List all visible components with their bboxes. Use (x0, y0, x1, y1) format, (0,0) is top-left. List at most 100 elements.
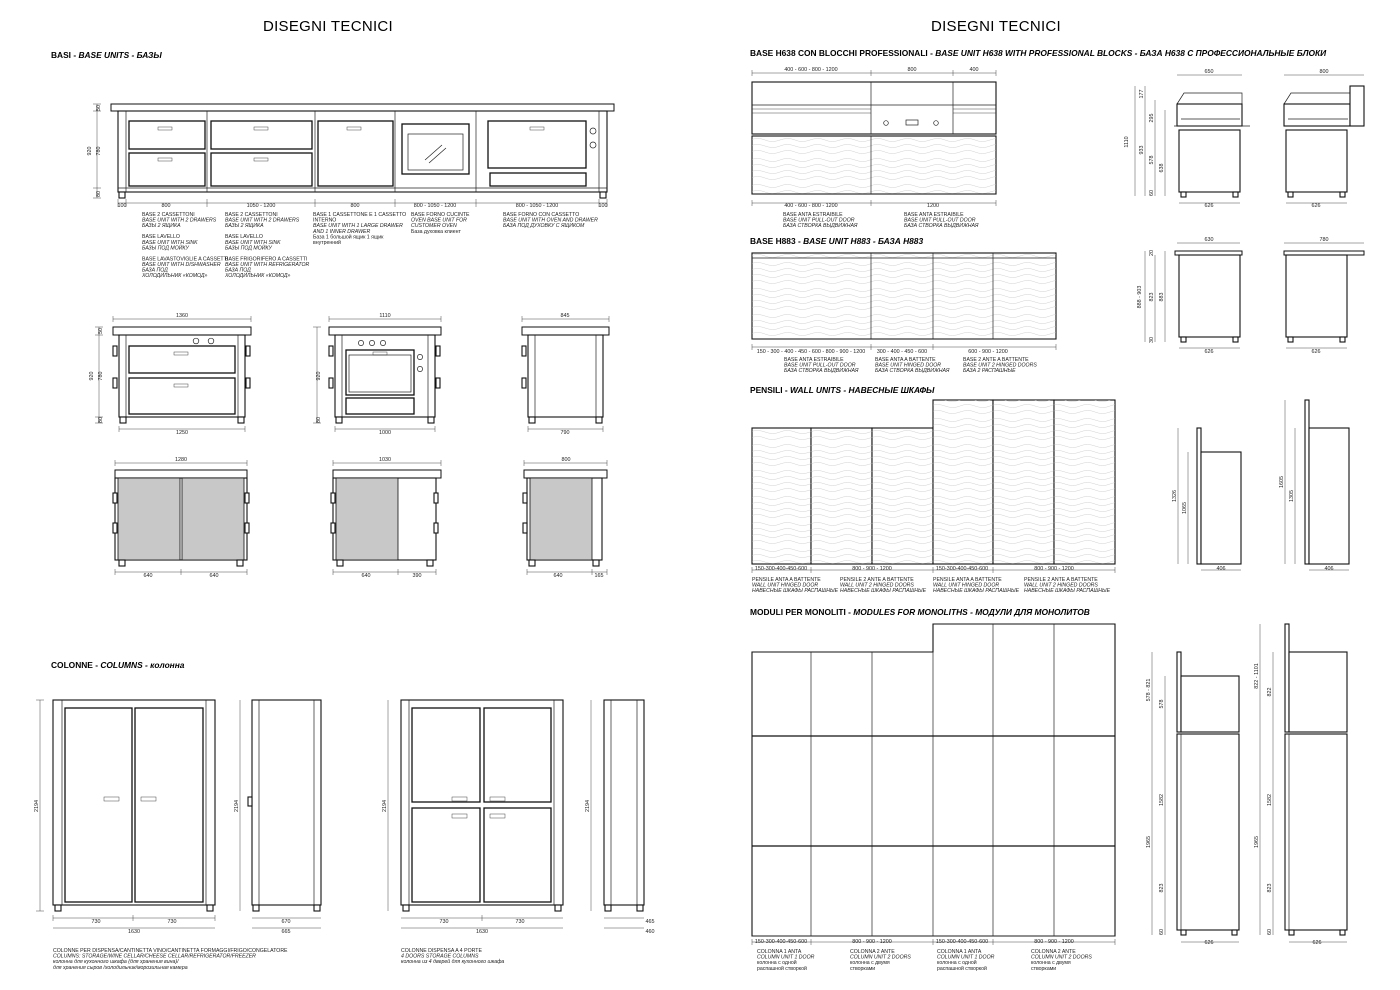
svg-text:1305: 1305 (1289, 490, 1295, 502)
pensili-side-b: 1605 1305 406 (1279, 399, 1350, 572)
svg-text:100: 100 (118, 203, 127, 209)
svg-text:1030: 1030 (379, 457, 391, 463)
svg-text:730: 730 (168, 919, 177, 925)
moduli-side-b: 822 - 1101 822 1965 1582 823 60 626 (1254, 623, 1348, 946)
svg-text:780: 780 (98, 372, 104, 381)
svg-text:822: 822 (1267, 688, 1273, 697)
svg-text:730: 730 (516, 919, 525, 925)
svg-text:80: 80 (98, 417, 104, 423)
heading-colonne: COLONNE - COLUMNS - колонна (51, 660, 185, 670)
svg-text:626: 626 (1205, 349, 1214, 355)
svg-text:50: 50 (98, 328, 104, 334)
svg-text:920: 920 (316, 372, 322, 381)
svg-text:80: 80 (96, 191, 102, 197)
svg-text:800 - 900 - 1200: 800 - 900 - 1200 (1034, 566, 1074, 572)
svg-text:177: 177 (1139, 90, 1145, 99)
svg-text:626: 626 (1312, 203, 1321, 209)
svg-text:BASE 1 CASSETTONE E 1 CASSETTO: BASE 1 CASSETTONE E 1 CASSETTOINTERNOBAS… (312, 212, 406, 246)
svg-text:933: 933 (1139, 146, 1145, 155)
svg-text:1200: 1200 (927, 203, 939, 209)
column-4-doors: 2194 730 730 1630 (382, 699, 564, 935)
svg-text:1630: 1630 (476, 929, 488, 935)
svg-text:883: 883 (1159, 293, 1165, 302)
svg-text:150-300-400-450-600: 150-300-400-450-600 (755, 939, 807, 945)
svg-text:800: 800 (351, 203, 360, 209)
svg-text:1065: 1065 (1182, 502, 1188, 514)
h883-side-b: 780 626 (1283, 237, 1365, 355)
svg-text:780: 780 (1320, 237, 1329, 243)
svg-text:626: 626 (1313, 940, 1322, 946)
svg-text:822 - 1101: 822 - 1101 (1254, 663, 1260, 688)
svg-text:2194: 2194 (34, 800, 40, 812)
svg-text:400 - 600 - 800 - 1200: 400 - 600 - 800 - 1200 (784, 203, 837, 209)
svg-text:1582: 1582 (1267, 794, 1273, 806)
svg-text:800: 800 (162, 203, 171, 209)
svg-text:845: 845 (561, 313, 570, 319)
svg-text:80: 80 (316, 417, 322, 423)
svg-text:626: 626 (1205, 940, 1214, 946)
heading-h638: BASE H638 CON BLOCCHI PROFESSIONALI - BA… (750, 48, 1327, 58)
svg-text:1000: 1000 (379, 430, 391, 436)
svg-text:578: 578 (1149, 156, 1155, 165)
svg-text:2194: 2194 (585, 800, 591, 812)
svg-text:100: 100 (599, 203, 608, 209)
svg-text:60: 60 (1159, 929, 1165, 935)
svg-text:390: 390 (413, 573, 422, 579)
svg-text:460: 460 (646, 929, 655, 935)
svg-text:638: 638 (1159, 164, 1165, 173)
svg-text:670: 670 (282, 919, 291, 925)
svg-text:400 - 600 - 800 - 1200: 400 - 600 - 800 - 1200 (784, 67, 837, 73)
h638-side-b: 800 626 (1283, 69, 1365, 209)
svg-text:295: 295 (1149, 114, 1155, 123)
svg-text:400: 400 (970, 67, 979, 73)
pensili-front: 150-300-400-450-600 800 - 900 - 1200 150… (751, 399, 1116, 573)
svg-text:465: 465 (646, 919, 655, 925)
svg-text:665: 665 (282, 929, 291, 935)
svg-text:1250: 1250 (176, 430, 188, 436)
svg-text:626: 626 (1205, 203, 1214, 209)
colonne-caption-1: COLONNE PER DISPENSA/CANTINETTA VINO/CAN… (53, 948, 288, 971)
svg-text:406: 406 (1217, 566, 1226, 572)
svg-text:640: 640 (210, 573, 219, 579)
svg-text:800: 800 (562, 457, 571, 463)
heading-moduli: MODULI PER MONOLITI - MODULES FOR MONOLI… (750, 607, 1090, 617)
svg-text:800 - 1050 - 1200: 800 - 1050 - 1200 (516, 203, 559, 209)
svg-text:1110: 1110 (1124, 136, 1130, 147)
svg-text:920: 920 (87, 147, 93, 156)
svg-text:823: 823 (1159, 884, 1165, 893)
svg-text:50: 50 (96, 105, 102, 111)
svg-text:1582: 1582 (1159, 794, 1165, 806)
basi-elevation: 920 780 50 80 100 800 1050 - 1200 800 80… (87, 103, 615, 209)
svg-text:920: 920 (89, 372, 95, 381)
svg-text:640: 640 (554, 573, 563, 579)
svg-text:800: 800 (1320, 69, 1329, 75)
svg-text:150 - 300 - 400 - 450 - 600 -: 150 - 300 - 400 - 450 - 600 - 800 - 900 … (757, 349, 865, 355)
h638-front: 400 - 600 - 800 - 1200 800 400 400 - 600… (751, 67, 997, 209)
column-2-doors: 2194 730 730 1630 (34, 699, 216, 935)
svg-text:578 - 821: 578 - 821 (1146, 679, 1152, 702)
title-left: DISEGNI TECNICI (263, 18, 393, 35)
svg-text:1280: 1280 (175, 457, 187, 463)
svg-text:1965: 1965 (1146, 836, 1152, 848)
